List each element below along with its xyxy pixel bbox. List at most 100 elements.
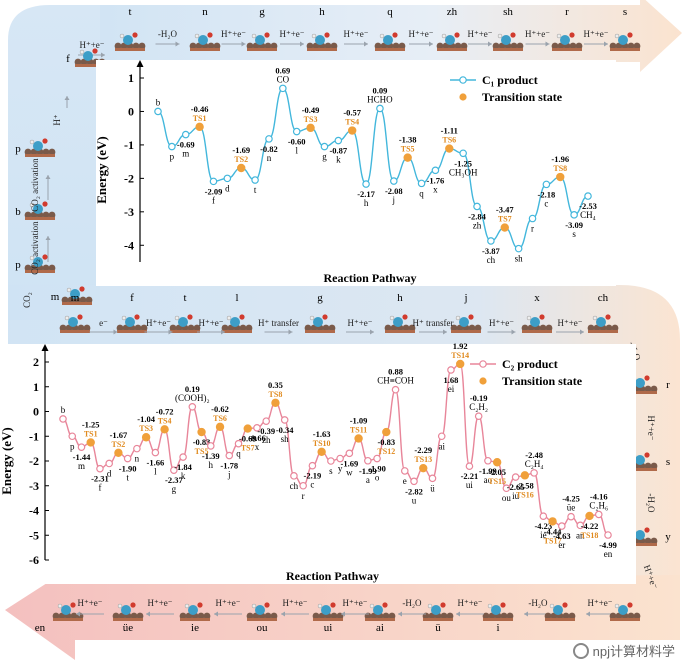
intermediate-label: ie: [540, 530, 547, 540]
intermediate-point: [168, 142, 176, 151]
energy-value-label: -1.25: [82, 419, 100, 429]
intermediate-point: [558, 522, 566, 530]
energy-value-label: -1.66: [147, 458, 165, 468]
transition-state-point: [271, 398, 280, 408]
transition-state-point: [141, 433, 151, 442]
adsorbate-icon: [59, 314, 91, 333]
transition-state-label: TS10: [313, 439, 331, 448]
energy-value-label: -0.83: [377, 437, 395, 447]
state-label-r: r: [565, 6, 569, 18]
intermediate-point: [225, 451, 234, 460]
intermediate-label: j: [392, 195, 396, 205]
energy-value-label: -2.53: [579, 201, 597, 211]
intermediate-label: o: [375, 473, 380, 483]
left-band: [8, 5, 100, 320]
intermediate-point: [327, 457, 335, 465]
y-axis-arrow: [136, 60, 144, 67]
transition-state-point: [347, 126, 357, 135]
adsorbate-icon: [492, 32, 524, 51]
adsorbate-icon: [312, 602, 344, 621]
intermediate-label: en: [604, 549, 613, 559]
step-label: H⁺+e⁻: [77, 598, 102, 608]
energy-value-label: 0.88: [388, 367, 403, 377]
adsorbate-icon: [116, 314, 148, 333]
energy-value-label: -2.19: [304, 471, 322, 481]
intermediate-label: zh: [262, 435, 271, 445]
energy-value-label: -1.39: [202, 451, 220, 461]
intermediate-label: b: [156, 97, 161, 107]
legend-marker-product: [479, 360, 487, 368]
state-label-j: j: [463, 292, 467, 304]
energy-value-label: -0.39: [257, 426, 275, 436]
intermediate-point: [570, 211, 578, 219]
intermediate-point: [417, 179, 426, 188]
intermediate-point: [428, 474, 437, 483]
intermediate-label: s: [329, 466, 333, 476]
intermediate-point: [431, 166, 440, 175]
intermediate-point: [188, 402, 197, 411]
transition-state-label: TS8: [269, 390, 283, 399]
y-axis-label: Energy (eV): [94, 136, 109, 204]
adsorbate-icon: [112, 602, 144, 621]
energy-value-label: -1.78: [220, 461, 238, 471]
energy-value-label: -4.63: [553, 531, 571, 541]
intermediate-label: q: [236, 449, 241, 459]
transition-state-label: TS5: [195, 447, 209, 456]
energy-value-label: -2.29: [414, 445, 432, 455]
intermediate-point: [567, 512, 575, 521]
state-label-h: h: [319, 6, 325, 18]
energy-value-label: -4.22: [581, 521, 599, 531]
adsorbate-icon: [364, 602, 396, 621]
intermediate-point: [373, 454, 381, 463]
energy-value-label: 1.92: [453, 341, 468, 351]
state-label-t: t: [183, 292, 186, 304]
intermediate-label: m: [78, 461, 85, 471]
intermediate-point: [473, 202, 481, 211]
intermediate-label: j: [227, 470, 231, 480]
intermediate-point: [334, 136, 343, 145]
state-label-f: f: [66, 53, 70, 65]
intermediate-point: [376, 104, 384, 113]
energy-value-label: -1.63: [313, 429, 331, 439]
y-axis-label: Energy (eV): [0, 427, 14, 495]
intermediate-label: m: [182, 149, 189, 159]
state-label-n: n: [202, 6, 208, 18]
energy-value-label: -1.09: [350, 415, 368, 425]
y-tick-label: 1: [128, 71, 134, 85]
energy-value-label: -3.87: [482, 246, 500, 256]
intermediate-label: x: [255, 442, 260, 452]
step-label: -H₂O: [528, 598, 548, 608]
intermediate-label: p: [170, 152, 175, 162]
state-label-ou: ou: [257, 622, 269, 634]
state-label-b: b: [15, 206, 21, 218]
step-label: -H₂O: [402, 598, 422, 608]
intermediate-label: er: [558, 540, 565, 550]
intermediate-label: ui: [466, 480, 474, 490]
transition-state-label: TS11: [350, 425, 367, 434]
transition-state-point: [445, 144, 454, 153]
intermediate-point: [604, 531, 612, 539]
step-label: H⁺+e⁻: [467, 29, 492, 39]
intermediate-label: ü: [430, 483, 435, 493]
transition-state-point: [382, 427, 391, 437]
transition-state-point: [86, 438, 95, 447]
state-label-q: q: [387, 6, 393, 18]
adsorbate-icon: [544, 602, 576, 621]
energy-value-label: -1.99: [359, 466, 377, 476]
intermediate-point: [251, 176, 259, 184]
intermediate-point: [539, 512, 548, 520]
intermediate-point: [234, 439, 243, 448]
intermediate-point: [170, 466, 178, 474]
energy-value-label: -0.62: [211, 404, 229, 414]
state-label-zh: zh: [447, 6, 458, 18]
energy-value-label: -1.04: [137, 414, 155, 424]
energy-value-label: -1.25: [454, 158, 472, 168]
state-label-m: m: [71, 292, 80, 304]
step-label: H⁺+e⁻: [198, 318, 223, 328]
energy-value-label: 0.69: [275, 65, 290, 75]
intermediate-label: C₂H₆: [589, 500, 608, 510]
intermediate-point: [410, 477, 418, 486]
